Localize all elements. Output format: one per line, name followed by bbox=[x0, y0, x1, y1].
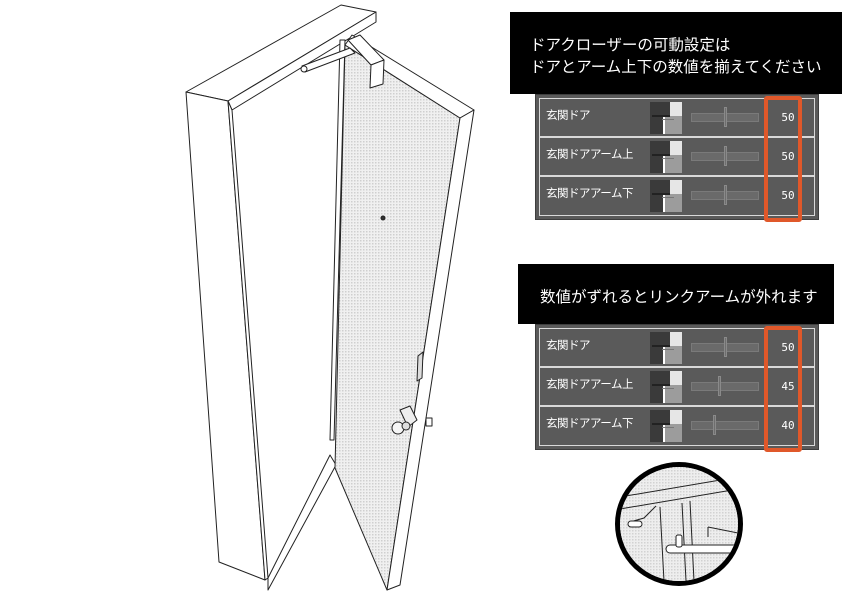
door-closer-thumbnail-icon bbox=[650, 332, 682, 364]
door-closer-thumbnail-icon bbox=[650, 371, 682, 403]
setting-label: 玄関ドアアーム上 bbox=[546, 377, 633, 391]
setting-value[interactable]: 40 bbox=[781, 419, 795, 432]
setting-row: 玄関ドア 50 bbox=[540, 99, 814, 138]
slider-handle[interactable] bbox=[713, 415, 716, 435]
settings-panel-correct: 玄関ドア 50 玄関ドアアーム上 50 玄関ドアアーム下 50 bbox=[535, 94, 819, 220]
setting-row: 玄関ドアアーム上 45 bbox=[540, 368, 814, 407]
door-closer-thumbnail-icon bbox=[650, 410, 682, 442]
setting-row: 玄関ドア 50 bbox=[540, 329, 814, 368]
link-arm-detail-icon bbox=[615, 462, 743, 586]
door-closer-thumbnail-icon bbox=[650, 102, 682, 134]
setting-label: 玄関ドア bbox=[546, 338, 591, 352]
slider-handle[interactable] bbox=[724, 146, 727, 166]
setting-value[interactable]: 50 bbox=[781, 189, 795, 202]
settings-panel-misaligned: 玄関ドア 50 玄関ドアアーム上 45 玄関ドアアーム下 40 bbox=[535, 324, 819, 450]
setting-label: 玄関ドアアーム上 bbox=[546, 147, 633, 161]
instruction-line-1: ドアクローザーの可動設定は bbox=[530, 36, 731, 54]
setting-value[interactable]: 45 bbox=[781, 380, 795, 393]
setting-slider[interactable] bbox=[691, 382, 759, 391]
instruction-line-2: ドアとアーム上下の数値を揃えてください bbox=[530, 58, 822, 76]
setting-value[interactable]: 50 bbox=[781, 341, 795, 354]
setting-label: 玄関ドアアーム下 bbox=[546, 416, 633, 430]
warning-caption: 数値がずれるとリンクアームが外れます bbox=[518, 264, 834, 324]
setting-slider[interactable] bbox=[691, 421, 759, 430]
setting-value[interactable]: 50 bbox=[781, 111, 795, 124]
slider-handle[interactable] bbox=[724, 337, 727, 357]
setting-label: 玄関ドア bbox=[546, 108, 591, 122]
door-closer-thumbnail-icon bbox=[650, 180, 682, 212]
warning-line: 数値がずれるとリンクアームが外れます bbox=[540, 288, 818, 306]
setting-value[interactable]: 50 bbox=[781, 150, 795, 163]
setting-row: 玄関ドアアーム下 50 bbox=[540, 177, 814, 216]
setting-label: 玄関ドアアーム下 bbox=[546, 186, 633, 200]
instruction-caption: ドアクローザーの可動設定は ドアとアーム上下の数値を揃えてください bbox=[510, 12, 842, 94]
door-closer-thumbnail-icon bbox=[650, 141, 682, 173]
setting-row: 玄関ドアアーム上 50 bbox=[540, 138, 814, 177]
slider-handle[interactable] bbox=[718, 376, 721, 396]
slider-handle[interactable] bbox=[724, 185, 727, 205]
setting-row: 玄関ドアアーム下 40 bbox=[540, 407, 814, 446]
slider-handle[interactable] bbox=[724, 107, 727, 127]
